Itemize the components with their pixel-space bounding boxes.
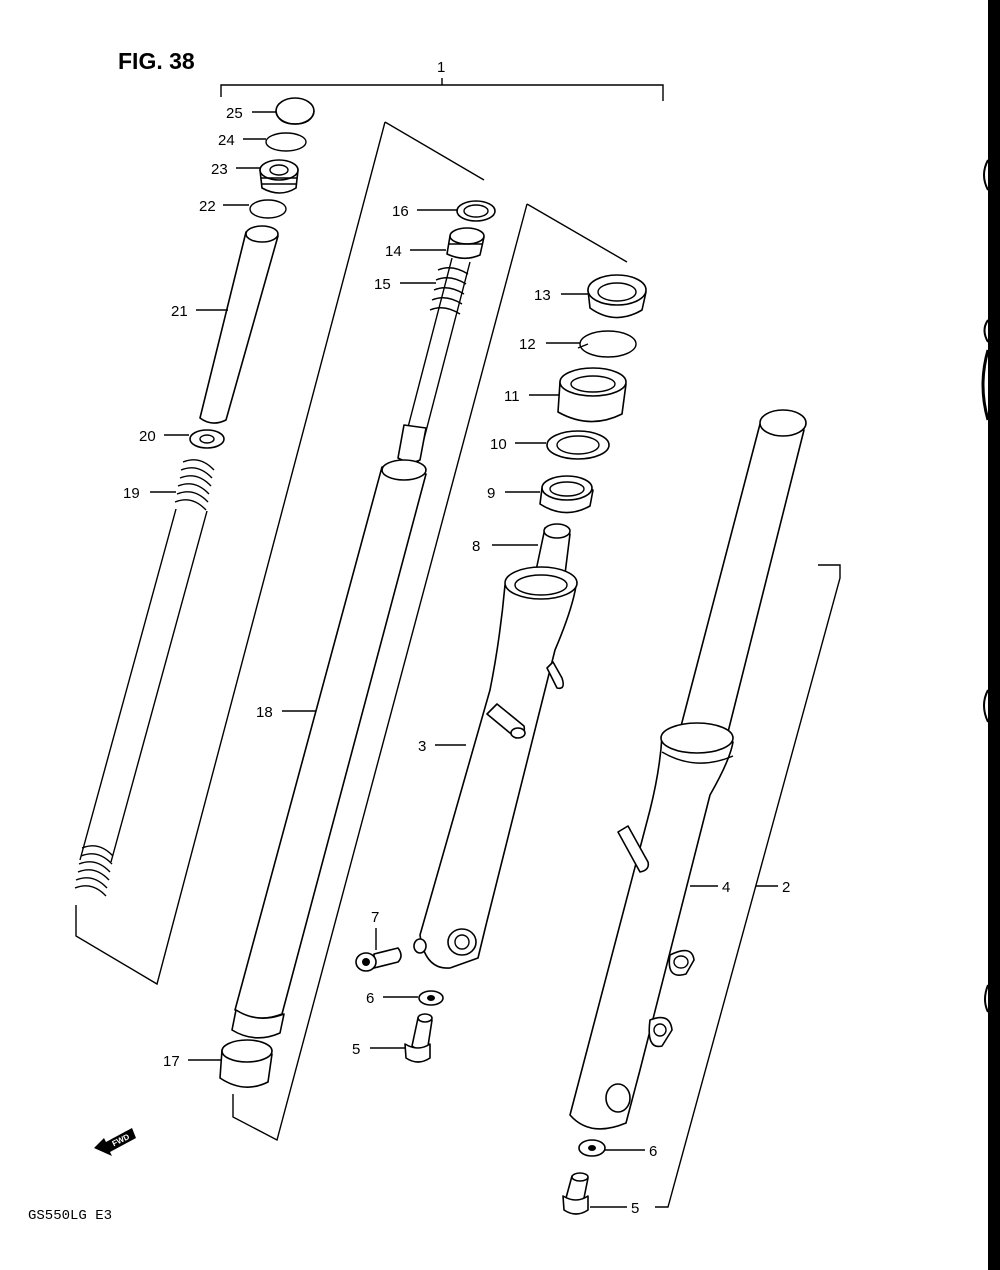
callout-16: 16 <box>392 203 409 220</box>
part-14-piston-ring <box>446 227 485 260</box>
callout-7: 7 <box>371 909 379 926</box>
callout-3: 3 <box>418 738 426 755</box>
callout-19: 19 <box>123 485 140 502</box>
callout-23: 23 <box>211 161 228 178</box>
callout-8: 8 <box>472 538 480 555</box>
part-7-bolt <box>355 947 402 972</box>
part-5-drain-bolt-right <box>562 1172 589 1215</box>
callout-6b: 6 <box>649 1143 657 1160</box>
group-outline-outer <box>655 564 841 1208</box>
part-15-rebound-spring <box>429 267 469 315</box>
callout-11: 11 <box>504 388 520 405</box>
part-20-washer <box>189 429 225 449</box>
assembly-bracket-1 <box>220 78 664 101</box>
part-2-outer-tube <box>569 722 734 1130</box>
part-12-stopper-ring <box>577 330 637 358</box>
fwd-arrow-icon: FWD <box>94 1128 136 1156</box>
part-16-ring <box>456 200 496 222</box>
group-outline-damper <box>232 203 628 1142</box>
callout-18: 18 <box>256 704 273 721</box>
callout-6a: 6 <box>366 990 374 1007</box>
callout-21: 21 <box>171 303 188 320</box>
part-25-cap <box>275 97 315 125</box>
callout-12: 12 <box>519 336 536 353</box>
part-11-oil-seal <box>557 367 627 423</box>
part-22-o-ring <box>249 199 287 219</box>
callout-22: 22 <box>199 198 216 215</box>
part-23-adjuster <box>259 159 299 194</box>
model-code: GS550LG E3 <box>28 1208 112 1224</box>
group-outline-left <box>75 121 485 986</box>
part-5-drain-bolt-left <box>404 1013 433 1063</box>
callout-13: 13 <box>534 287 551 304</box>
part-13-dust-seal <box>587 274 647 319</box>
callout-5b: 5 <box>631 1200 639 1217</box>
callout-2: 2 <box>782 879 790 896</box>
part-17-oil-lock-piece <box>219 1039 273 1088</box>
callout-25: 25 <box>226 105 243 122</box>
part-24-circlip <box>265 132 307 152</box>
callout-1: 1 <box>437 59 445 76</box>
callout-4: 4 <box>722 879 730 896</box>
callout-20: 20 <box>139 428 156 445</box>
part-3-outer-tube <box>413 566 578 969</box>
part-21-spacer-tube <box>199 225 279 424</box>
callout-14: 14 <box>385 243 402 260</box>
figure-title: FIG. 38 <box>118 48 195 74</box>
part-9-bushing <box>539 475 594 514</box>
part-6-washer-left <box>418 990 444 1006</box>
scan-edge-marks <box>981 159 990 1013</box>
callout-17: 17 <box>163 1053 180 1070</box>
part-4-inner-tube <box>679 409 807 743</box>
scan-edge-bar <box>988 0 1000 1270</box>
callout-15: 15 <box>374 276 391 293</box>
callout-5a: 5 <box>352 1041 360 1058</box>
callout-24: 24 <box>218 132 235 149</box>
part-18-damper-rod <box>231 257 471 1039</box>
callout-10: 10 <box>490 436 507 453</box>
part-19-fork-spring <box>74 459 215 897</box>
part-10-washer <box>546 430 610 460</box>
callout-9: 9 <box>487 485 495 502</box>
part-6-washer-right <box>578 1139 606 1157</box>
